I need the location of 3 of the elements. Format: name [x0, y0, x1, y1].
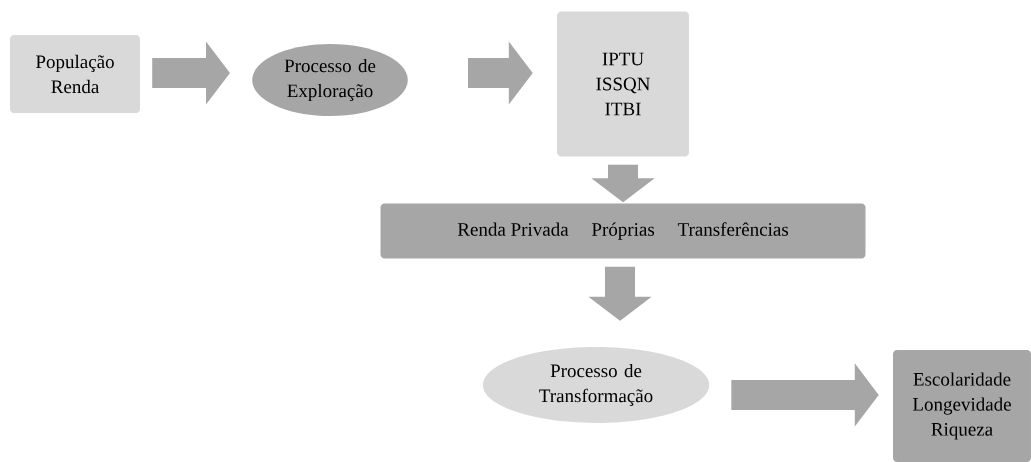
input-box: População Renda — [10, 35, 140, 113]
result-box: Escolaridade Longevidade Riqueza — [893, 350, 1031, 462]
tax-box: IPTU ISSQN ITBI — [557, 11, 689, 157]
